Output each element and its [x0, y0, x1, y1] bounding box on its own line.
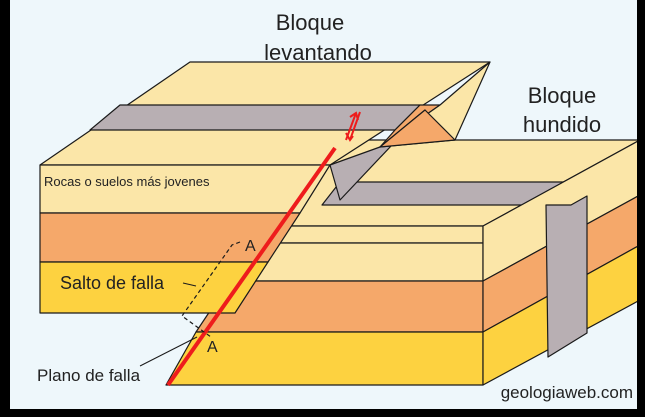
raised-layer-pale-front — [39, 164, 331, 214]
fault-throw-label: Salto de falla — [60, 273, 165, 293]
fault-throw-pointer — [182, 282, 197, 287]
frame-right — [637, 0, 645, 417]
frame-bottom — [0, 409, 645, 417]
fault-line — [166, 146, 337, 387]
raised-block-label-line1: Bloque — [276, 10, 345, 35]
fault-plane-pointer — [139, 336, 198, 367]
fault-scarp-orange — [379, 109, 456, 148]
raised-block-label-line2: levantando — [264, 40, 372, 65]
slip-arrows — [345, 111, 361, 142]
fault-throw-marker — [181, 241, 241, 338]
sunken-dike-side — [545, 195, 588, 358]
frame-left — [0, 0, 10, 417]
sunken-block — [165, 139, 641, 386]
sunken-block-label-line2: hundido — [523, 112, 601, 137]
younger-rocks-label: Rocas o suelos más jovenes — [44, 174, 210, 189]
watermark: geologiaweb.com — [501, 383, 633, 402]
point-a-lower-label: A — [207, 339, 218, 356]
sunken-block-label-line1: Bloque — [528, 83, 597, 108]
fault-plane-label: Plano de falla — [37, 366, 141, 385]
raised-block — [39, 61, 491, 314]
point-a-upper-label: A — [245, 238, 256, 255]
raised-dike-top — [89, 104, 421, 131]
